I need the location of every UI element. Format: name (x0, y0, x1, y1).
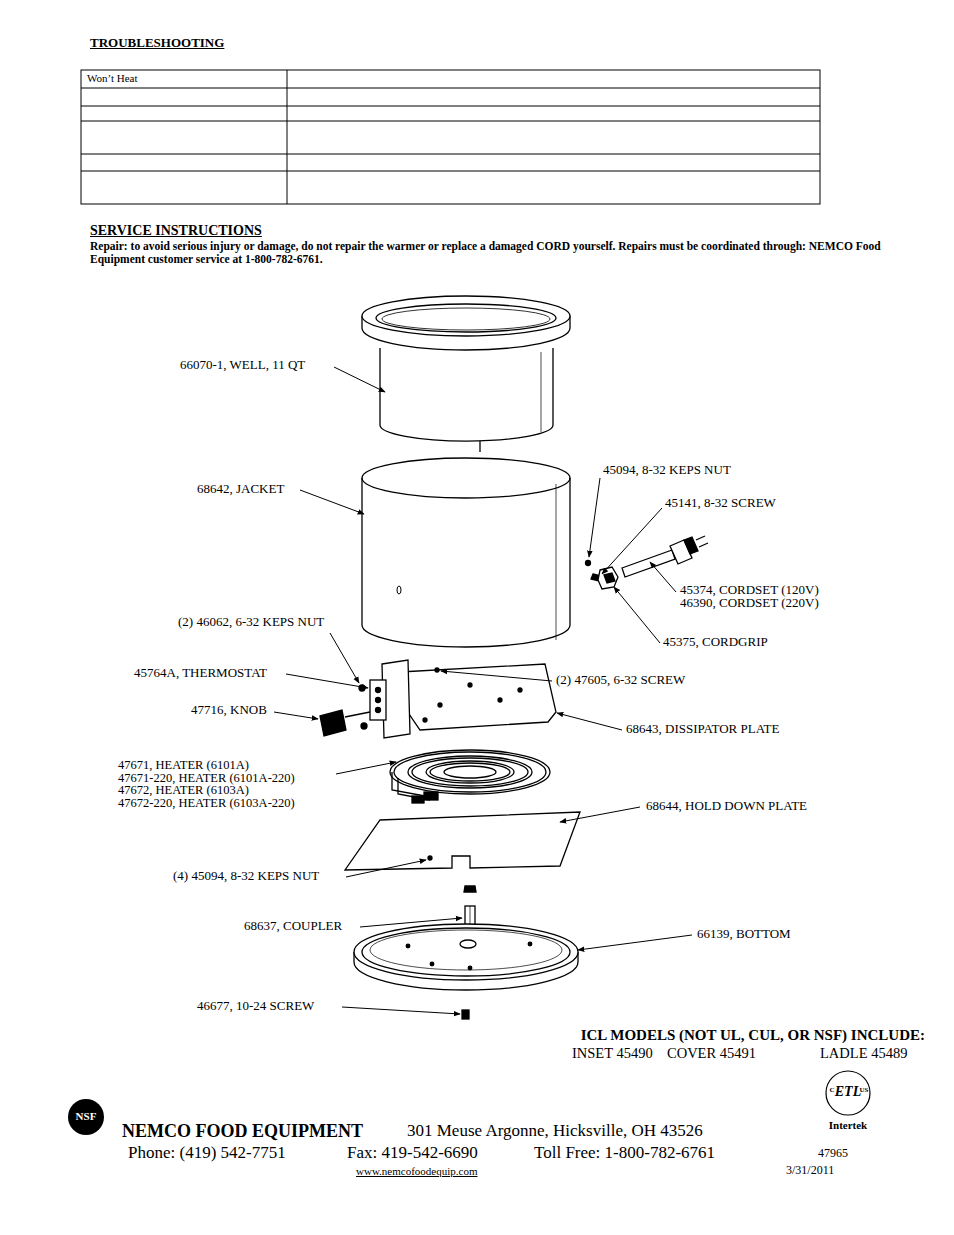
date: 3/31/2011 (786, 1164, 834, 1178)
cordset-drawing (586, 536, 709, 589)
part-label: 66139, BOTTOM (697, 927, 791, 942)
logo-text: NSF (76, 1110, 97, 1123)
part-label: 47716, KNOB (191, 703, 267, 718)
logo-text: ETL (835, 1084, 861, 1100)
part-label: 45375, CORDGRIP (663, 635, 768, 650)
accessory-label: COVER 45491 (667, 1045, 756, 1062)
part-label: 68642, JACKET (197, 482, 284, 497)
well-drawing (362, 296, 570, 452)
part-label: 68643, DISSIPATOR PLATE (626, 722, 780, 737)
part-label: 45141, 8-32 SCREW (665, 496, 776, 511)
section-heading: SERVICE INSTRUCTIONS (90, 223, 262, 239)
accessory-label: INSET 45490 (572, 1045, 653, 1062)
hold-down-plate-drawing (345, 812, 580, 870)
logo-text: Intertek (829, 1119, 868, 1132)
part-label: 68644, HOLD DOWN PLATE (646, 799, 807, 814)
address: 301 Meuse Argonne, Hicksville, OH 43526 (407, 1121, 703, 1141)
accessory-label: LADLE 45489 (820, 1045, 907, 1062)
part-label: 45764A, THERMOSTAT (134, 666, 267, 681)
jacket-drawing (362, 458, 570, 647)
section-heading: TROUBLESHOOTING (90, 36, 224, 51)
heater-drawing (390, 750, 550, 803)
document-number: 47965 (818, 1147, 848, 1161)
part-label: 47672, HEATER (6103A) (118, 783, 249, 797)
part-label: 47672-220, HEATER (6103A-220) (118, 796, 295, 810)
nsf-logo (68, 1099, 104, 1135)
etl-logo (826, 1071, 870, 1115)
website: www.nemcofoodequip.com (356, 1165, 477, 1178)
part-label: (2) 46062, 6-32 KEPS NUT (178, 615, 324, 630)
fax: Fax: 419-542-6690 (347, 1143, 478, 1163)
part-label: 46677, 10-24 SCREW (197, 999, 314, 1014)
part-label: 68637, COUPLER (244, 919, 342, 934)
part-label: 66070-1, WELL, 11 QT (180, 358, 305, 373)
coupler-drawing (464, 886, 476, 926)
toll-free: Toll Free: 1-800-782-6761 (534, 1143, 715, 1163)
models-note: ICL MODELS (NOT UL, CUL, OR NSF) INCLUDE… (581, 1027, 925, 1044)
part-label: (4) 45094, 8-32 KEPS NUT (173, 869, 319, 884)
service-note: Repair: to avoid serious injury or damag… (90, 240, 905, 266)
part-label: 45094, 8-32 KEPS NUT (603, 463, 731, 478)
table-cell: Won’t Heat (87, 72, 138, 85)
logo-text: C (829, 1086, 834, 1094)
phone: Phone: (419) 542-7751 (128, 1143, 286, 1163)
dissipator-drawing (320, 660, 556, 738)
part-label: (2) 47605, 6-32 SCREW (556, 673, 685, 688)
table-grid (81, 70, 820, 204)
part-label: 46390, CORDSET (220V) (680, 596, 819, 611)
bottom-drawing (354, 924, 578, 1019)
company-name: NEMCO FOOD EQUIPMENT (122, 1121, 363, 1142)
part-label: 47671, HEATER (6101A) (118, 758, 249, 772)
